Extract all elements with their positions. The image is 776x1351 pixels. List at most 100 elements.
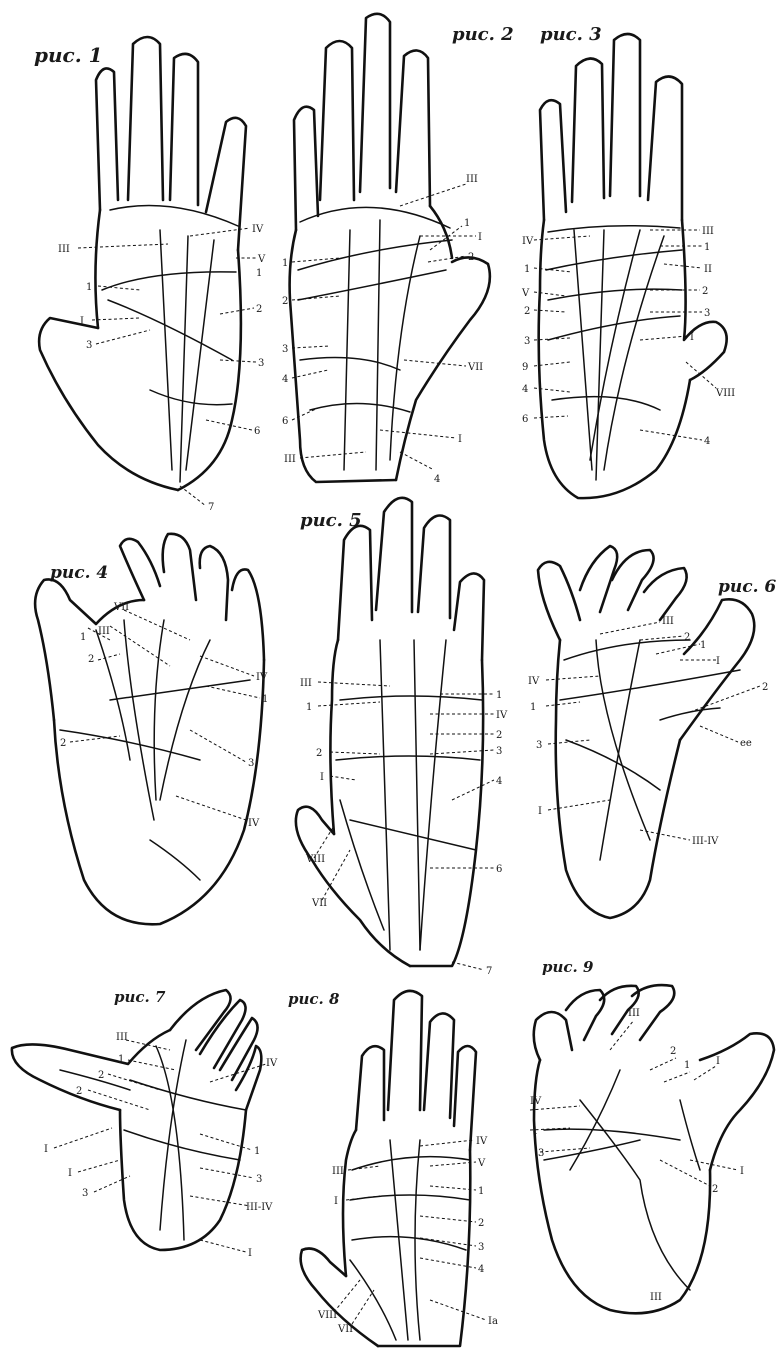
plate-3-label: 3: [704, 308, 710, 319]
plate-7-label: 1: [118, 1054, 124, 1065]
plate-7-label: IV: [266, 1058, 278, 1069]
plate-8-label: VIII: [317, 1310, 337, 1321]
plate-6-creases: [560, 640, 740, 860]
plate-4-hand-outline: [35, 534, 264, 925]
plate-1-label: V: [257, 254, 266, 265]
plate-8-label: 1: [478, 1186, 484, 1197]
plate-9-label: 2: [712, 1184, 718, 1195]
plate-6-label: IV: [528, 676, 540, 687]
plate-1-label: 3: [86, 340, 92, 351]
plate-1-label: 7: [208, 502, 214, 513]
plate-1-label: 1: [86, 282, 92, 293]
plate-3-label: III: [702, 226, 714, 237]
plate-9-label: 1: [532, 1126, 538, 1137]
plate-3-label: 1: [524, 264, 530, 275]
plate-5-label: 2: [496, 730, 502, 741]
plate-7-hand-outline: [12, 990, 261, 1250]
plate-3-label: V: [521, 288, 530, 299]
plate-9-label: I: [740, 1166, 744, 1177]
plate-2: рис. 2: [282, 14, 514, 485]
plate-9-creases: [544, 1070, 700, 1290]
plate-3-label: 1: [704, 242, 710, 253]
plate-5-label: VII: [311, 898, 327, 909]
plate-2-creases: [298, 207, 452, 470]
plate-3-label: 6: [522, 414, 528, 425]
plate-2-label: 1: [464, 218, 470, 229]
plate-9-labels: III 2 1 I IV 1 3 I 2 III: [530, 1008, 744, 1303]
plate-6-label: 2: [762, 682, 768, 693]
plate-4-label: 2: [60, 738, 66, 749]
plate-4-label: IV: [248, 818, 260, 829]
plate-2-label: 3: [282, 344, 288, 355]
plate-9-label: IV: [530, 1096, 542, 1107]
plate-2-labels: III 1 I 1 2 2 3 VII 4 6 I III 4: [282, 174, 483, 485]
plate-7-label: III: [116, 1032, 128, 1043]
plate-2-label: III: [284, 454, 296, 465]
plate-1-label: IV: [252, 224, 264, 235]
plate-8-creases: [350, 1140, 470, 1340]
plate-5-label: 3: [496, 746, 502, 757]
plate-3-label: 2: [524, 306, 530, 317]
plate-1-caption: рис. 1: [34, 43, 103, 67]
plate-4-label: IV: [256, 672, 268, 683]
plate-7-label: 1: [254, 1146, 260, 1157]
plate-6-label: I: [538, 806, 542, 817]
plate-8-label: III: [332, 1166, 344, 1177]
plate-3-label: IV: [522, 236, 534, 247]
plate-1-hand-outline: [39, 37, 246, 490]
plate-9-leaders: [530, 1020, 738, 1186]
plate-6: рис. 6: [528, 546, 776, 918]
plate-2-label: VII: [467, 362, 483, 373]
plate-5-label: 4: [496, 776, 502, 787]
plate-6-label: III-IV: [692, 836, 719, 847]
plate-6-label: 1: [530, 702, 536, 713]
plate-3-label: VIII: [715, 388, 735, 399]
plate-8-label: 3: [478, 1242, 484, 1253]
plate-7: рис. 7: [12, 988, 278, 1259]
plate-3: рис. 3: [521, 24, 735, 498]
plate-7-label: 3: [256, 1174, 262, 1185]
plate-5-label: 2: [316, 748, 322, 759]
plate-3-label: 2: [702, 286, 708, 297]
plate-3-labels: IV III 1 1 II V 2 2 3 3 I 9 VIII 4 6 4: [521, 226, 735, 447]
plate-5-label: III: [300, 678, 312, 689]
plate-4-labels: VII III 1 2 IV 1 2 3 IV: [60, 602, 268, 829]
plate-5-label: VIII: [305, 854, 325, 865]
plate-9-label: 1: [684, 1060, 690, 1071]
plate-4-label: 2: [88, 654, 94, 665]
plate-9-label: I: [716, 1056, 720, 1067]
plate-8-label: VII: [337, 1324, 353, 1335]
plate-9-caption: рис. 9: [542, 958, 594, 976]
plate-9: рис. 9 III 2: [530, 958, 774, 1313]
plate-4-label: 1: [262, 694, 268, 705]
plate-9-label: 3: [538, 1148, 544, 1159]
plate-1-label: 2: [256, 304, 262, 315]
plate-2-label: 2: [468, 252, 474, 263]
plate-8-caption: рис. 8: [288, 990, 340, 1008]
plate-7-label: 2: [76, 1086, 82, 1097]
plate-8-hand-outline: [301, 991, 476, 1346]
plate-5-label: 7: [486, 966, 492, 977]
plate-8-leaders: [334, 1140, 486, 1324]
plate-7-label: I: [44, 1144, 48, 1155]
plate-2-caption: рис. 2: [452, 24, 514, 45]
plate-3-caption: рис. 3: [540, 24, 602, 45]
plate-7-caption: рис. 7: [114, 988, 166, 1006]
plate-4-caption: рис. 4: [50, 563, 108, 583]
plate-1-label: III: [58, 244, 70, 255]
plate-8: рис. 8: [288, 990, 498, 1346]
plate-6-label: 3: [536, 740, 542, 751]
plate-1-leaders: [78, 228, 258, 506]
plate-6-label: 2: [684, 632, 690, 643]
plate-3-label: 4: [522, 384, 528, 395]
plate-2-label: I: [478, 232, 482, 243]
plate-1-label: 6: [254, 426, 260, 437]
plate-2-label: I: [458, 434, 462, 445]
plate-2-label: 6: [282, 416, 288, 427]
plate-7-label: 2: [98, 1070, 104, 1081]
plate-5-label: IV: [496, 710, 508, 721]
plate-8-label: 4: [478, 1264, 484, 1275]
plate-8-label: Ia: [488, 1316, 498, 1327]
plate-4-label: 3: [248, 758, 254, 769]
